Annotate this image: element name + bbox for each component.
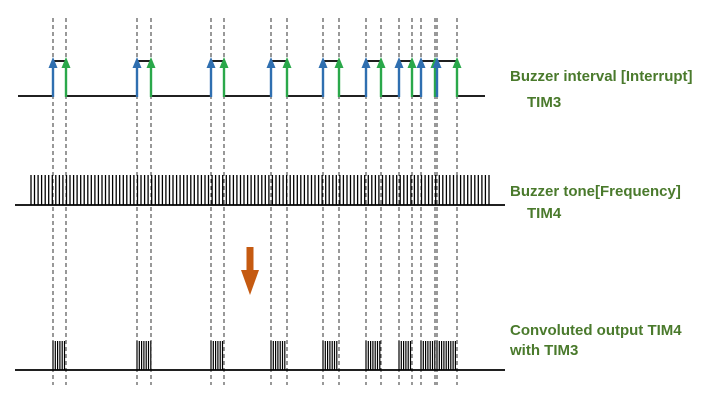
arrow-head xyxy=(407,57,417,68)
interval-timer-label: TIM3 xyxy=(527,94,562,111)
falling-edge-arrow-icon xyxy=(146,57,156,97)
interval-signal-trace xyxy=(18,60,485,97)
rising-edge-arrow-icon xyxy=(266,57,276,97)
falling-edge-arrow-icon xyxy=(61,57,71,97)
interval-title: Buzzer interval [Interrupt] xyxy=(510,68,693,85)
tone-title: Buzzer tone[Frequency] xyxy=(510,183,681,200)
rising-edge-arrow-icon xyxy=(361,57,371,97)
tone-timer-label: TIM4 xyxy=(527,205,562,222)
falling-edge-arrow-icon xyxy=(407,57,417,97)
arrow-head xyxy=(282,57,292,68)
output-signal-trace xyxy=(15,341,505,371)
output-burst xyxy=(365,341,381,370)
output-burst xyxy=(398,341,412,370)
arrow-head xyxy=(132,57,142,68)
tone-signal-trace xyxy=(15,175,505,206)
falling-edge-arrow-icon xyxy=(452,57,462,97)
arrow-head xyxy=(206,57,216,68)
arrow-head xyxy=(219,57,229,68)
output-burst xyxy=(136,341,152,370)
arrow-head xyxy=(394,57,404,68)
output-burst xyxy=(420,341,436,370)
falling-edge-arrow-icon xyxy=(282,57,292,97)
arrow-head xyxy=(452,57,462,68)
arrow-head xyxy=(146,57,156,68)
rising-edge-arrow-icon xyxy=(432,57,442,97)
rising-edge-arrow-icon xyxy=(318,57,328,97)
down-arrow-head xyxy=(241,270,259,295)
output-burst xyxy=(52,341,66,370)
rising-edge-arrow-icon xyxy=(394,57,404,97)
edge-arrows xyxy=(48,57,462,97)
arrow-head xyxy=(266,57,276,68)
arrow-head xyxy=(318,57,328,68)
down-arrow-icon xyxy=(241,247,259,295)
interval-waveform xyxy=(18,60,485,97)
output-burst xyxy=(270,341,286,370)
rising-edge-arrow-icon xyxy=(48,57,58,97)
rising-edge-arrow-icon xyxy=(206,57,216,97)
arrow-head xyxy=(416,57,426,68)
arrow-head xyxy=(376,57,386,68)
arrow-head xyxy=(61,57,71,68)
output-burst xyxy=(436,341,456,370)
output-title-line2: with TIM3 xyxy=(510,342,579,359)
arrow-head xyxy=(361,57,371,68)
falling-edge-arrow-icon xyxy=(219,57,229,97)
falling-edge-arrow-icon xyxy=(376,57,386,97)
arrow-head xyxy=(432,57,442,68)
arrow-head xyxy=(48,57,58,68)
down-arrow-shaft xyxy=(246,247,254,271)
output-burst xyxy=(210,341,224,370)
arrow-head xyxy=(334,57,344,68)
rising-edge-arrow-icon xyxy=(132,57,142,97)
output-title-line1: Convoluted output TIM4 xyxy=(510,322,682,339)
rising-edge-arrow-icon xyxy=(416,57,426,97)
falling-edge-arrow-icon xyxy=(334,57,344,97)
output-burst xyxy=(322,341,338,370)
